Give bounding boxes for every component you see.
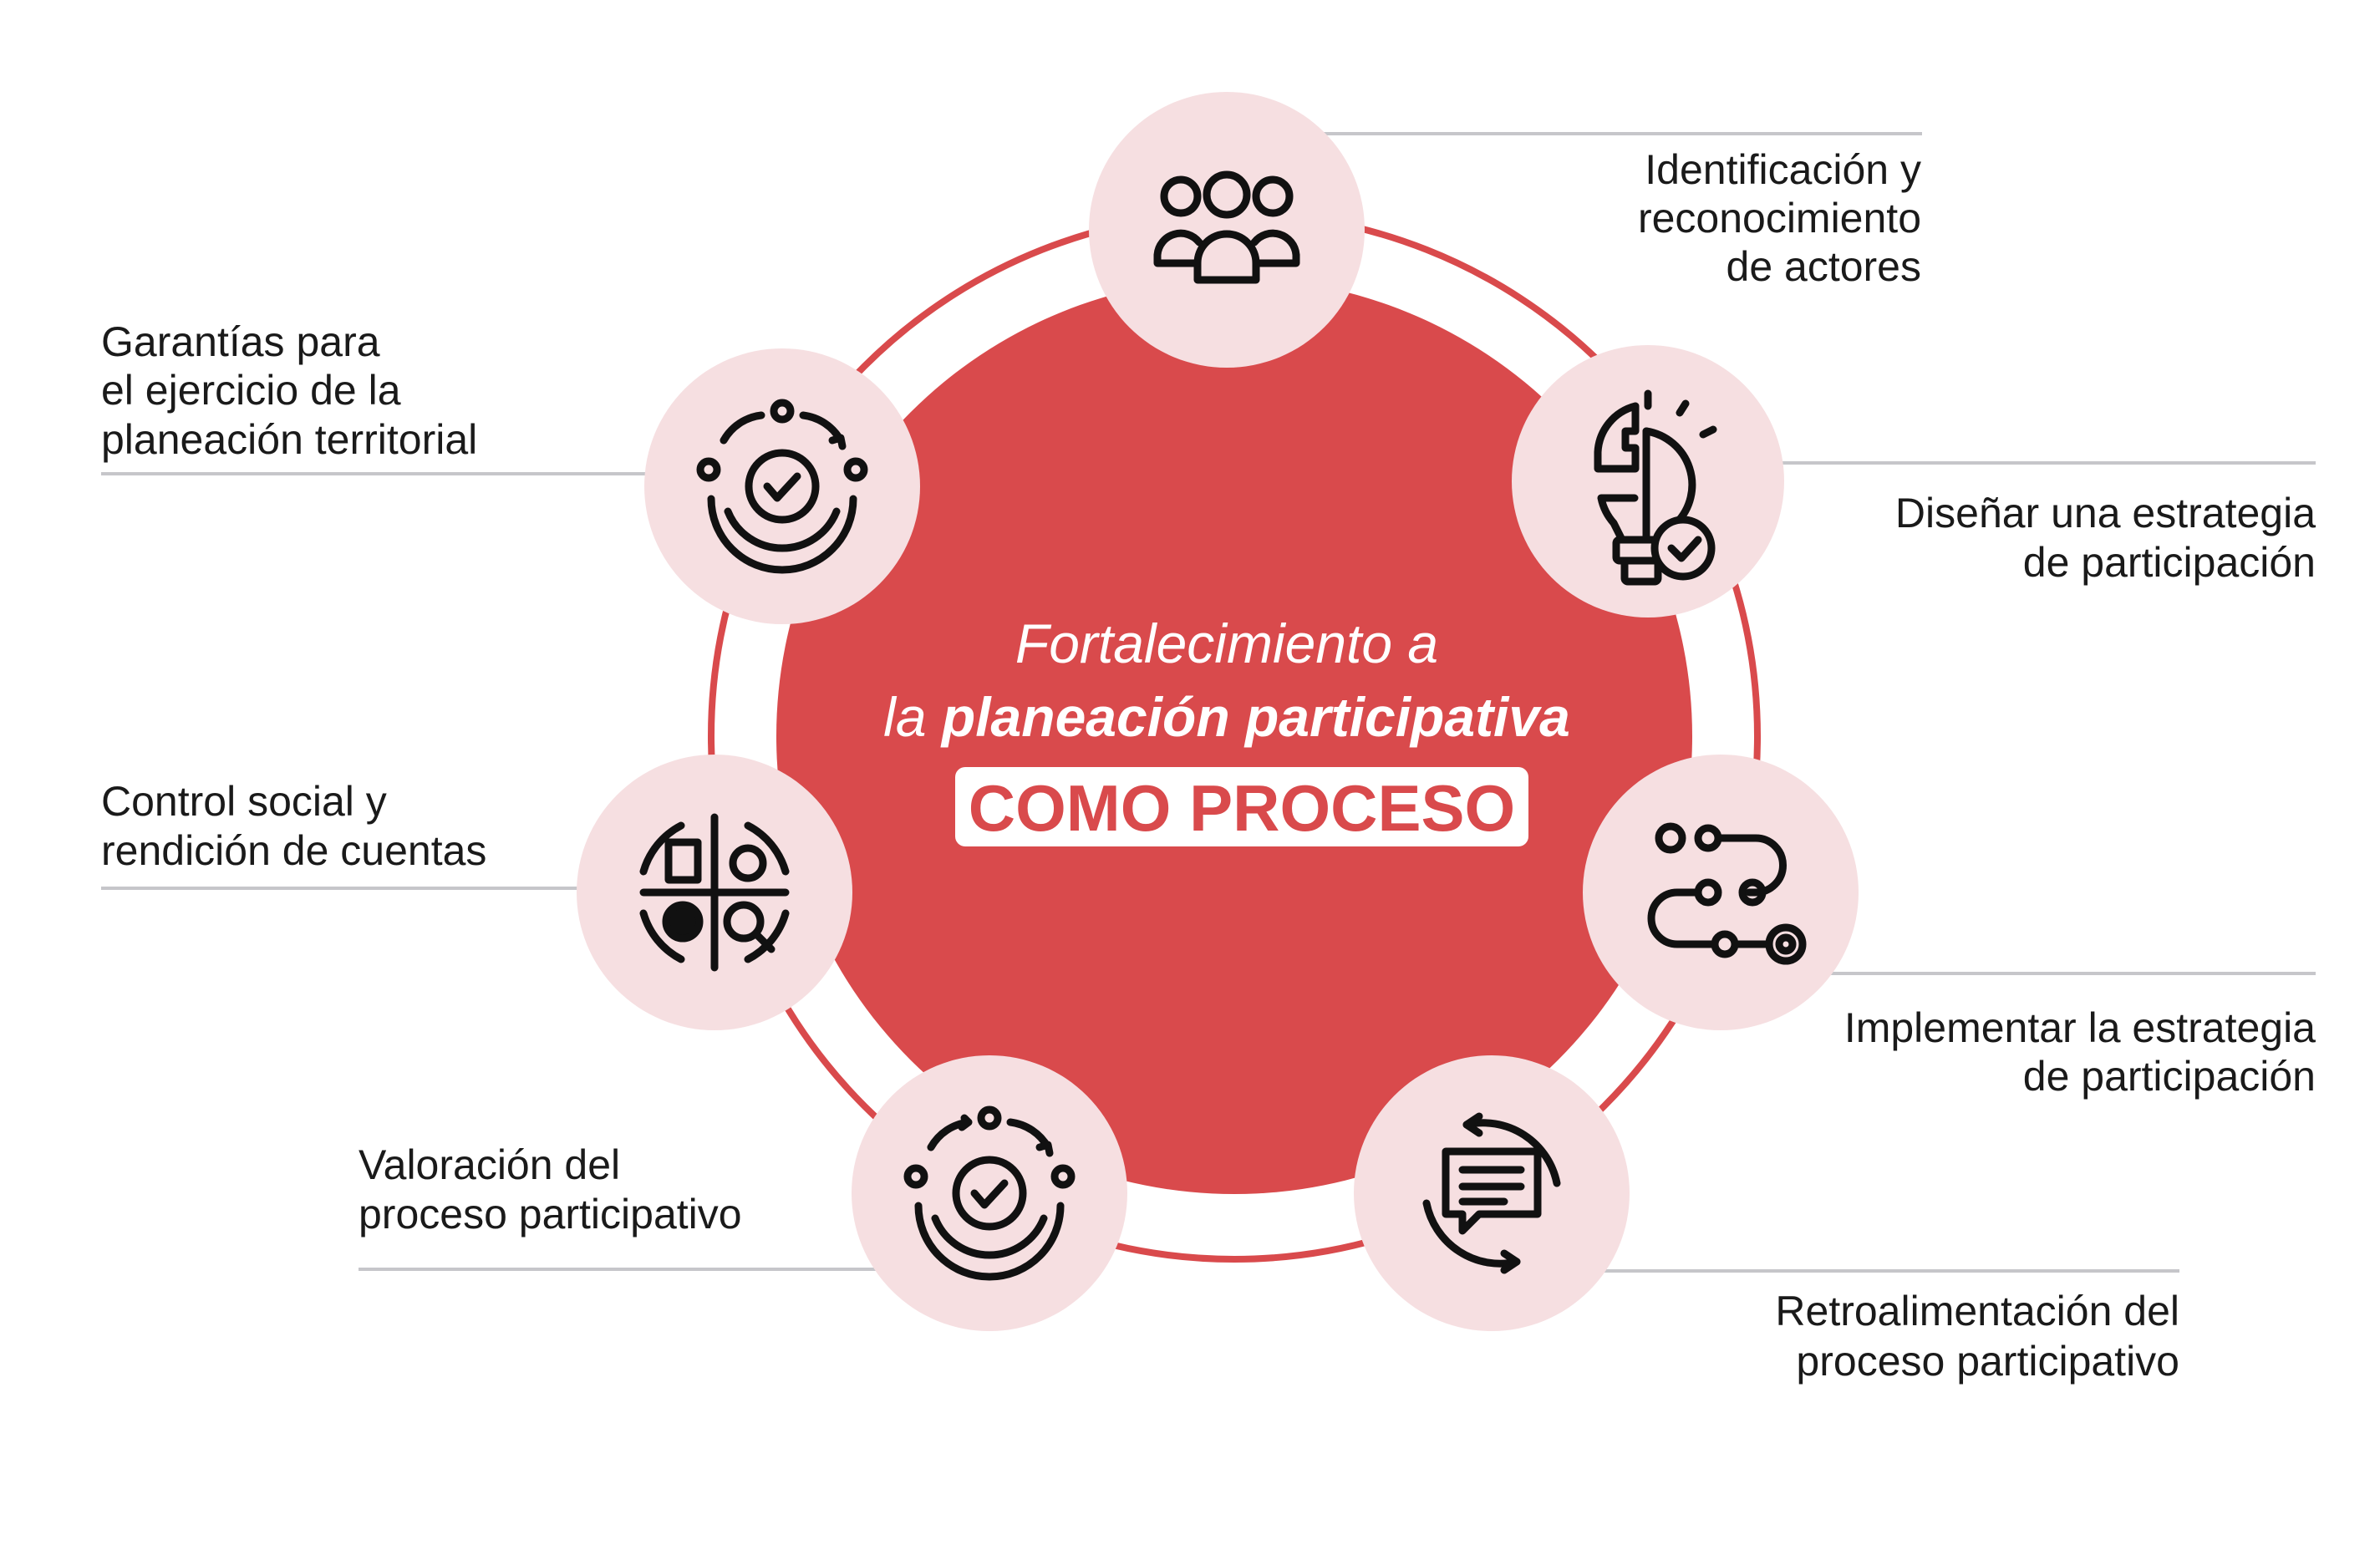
gear-check-cycle-icon xyxy=(696,399,868,574)
center-title-prefix: la xyxy=(883,686,942,748)
step-node-2 xyxy=(1512,345,1784,617)
lightbulb-puzzle-check-icon xyxy=(1594,389,1717,586)
center-circle xyxy=(776,278,1692,1194)
step-node-5 xyxy=(852,1055,1127,1331)
step-node-1 xyxy=(1089,92,1365,368)
step-node-4 xyxy=(1354,1055,1630,1331)
feedback-chat-cycle-icon xyxy=(1422,1112,1561,1274)
people-group-icon xyxy=(1153,170,1300,284)
step-node-6 xyxy=(577,755,852,1030)
step-node-3 xyxy=(1583,755,1859,1030)
center-title-line2: la planeación participativa xyxy=(883,686,1570,748)
step-node-7 xyxy=(644,348,920,624)
quadrant-audit-cycle-icon xyxy=(639,813,790,972)
roadmap-path-target-icon xyxy=(1647,822,1807,965)
badge-box xyxy=(955,767,1528,846)
badge-text: COMO PROCESO xyxy=(969,771,1515,845)
center-title-line1: Fortalecimiento a xyxy=(1015,612,1438,674)
center-title-bold: planeación participativa xyxy=(940,686,1570,748)
gear-check-cycle-icon xyxy=(903,1105,1076,1281)
